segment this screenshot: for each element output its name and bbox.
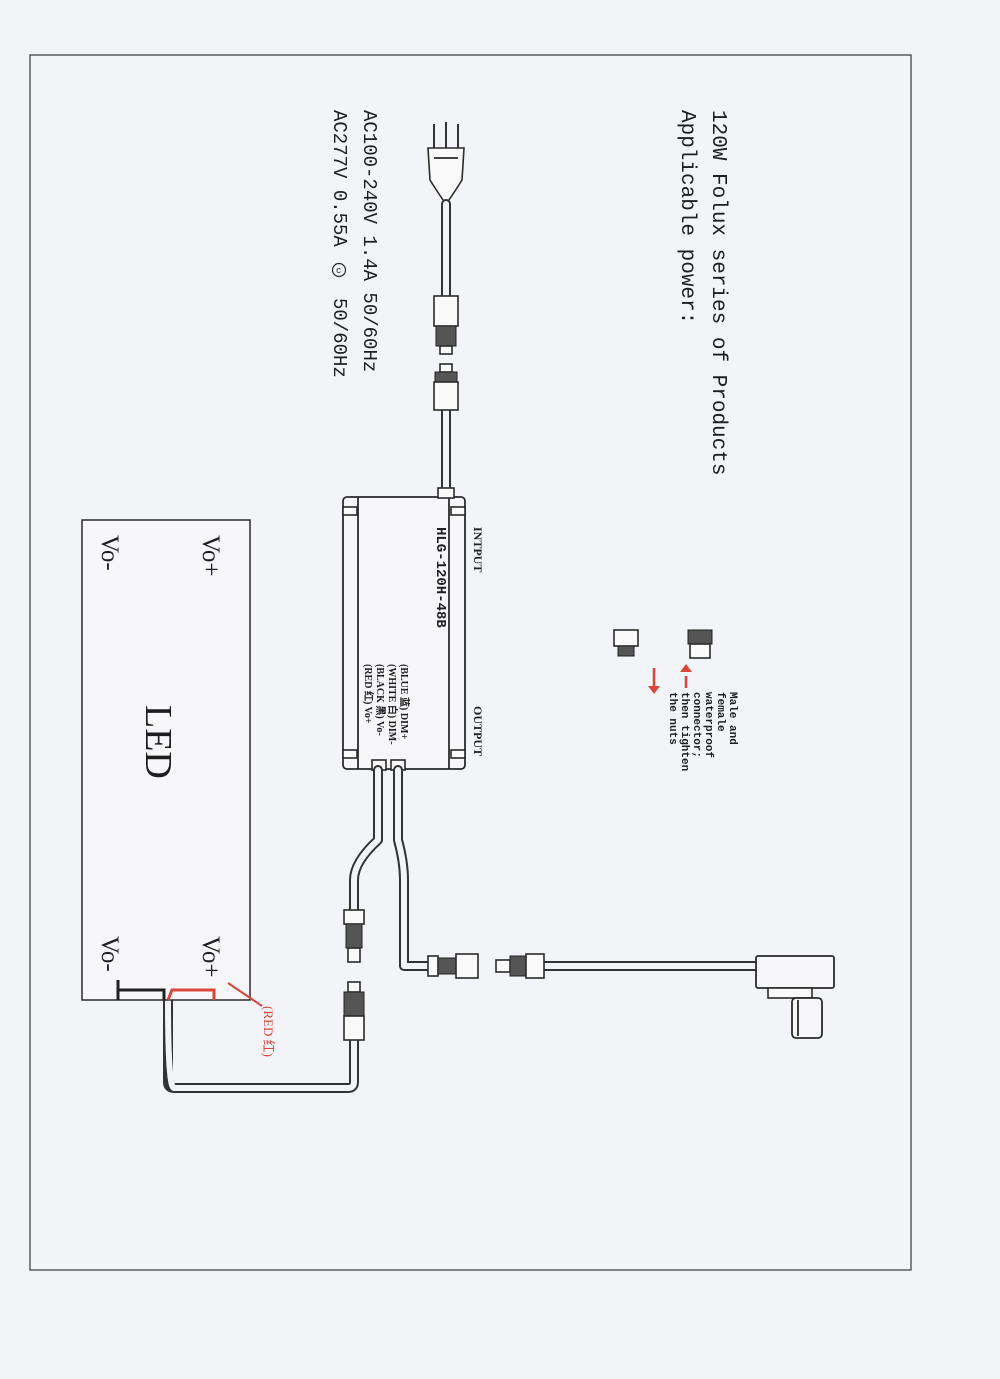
led-right-neg-label: Vo- bbox=[96, 936, 123, 972]
wire-red: (RED 红) Vo+ bbox=[362, 664, 375, 724]
wire-blue: (BLUE 蓝) DIM+ bbox=[398, 664, 411, 739]
led-driver-unit: INTPUT OUTPUT HLG-120H-48B (BLUE 蓝) DIM+… bbox=[342, 487, 485, 771]
note-line-2: female bbox=[714, 692, 726, 732]
dim-connector-female-icon bbox=[427, 953, 479, 979]
ratings-line-2b: 50/60Hz bbox=[328, 298, 350, 378]
header-line-1: Applicable power: bbox=[675, 110, 698, 324]
power-connector-female-icon bbox=[343, 909, 365, 963]
red-wire-label: (RED 红) bbox=[261, 1006, 276, 1057]
led-lead-wires bbox=[116, 980, 263, 1007]
led-module: LED Vo+ Vo- Vo+ Vo- bbox=[81, 519, 251, 1001]
wire-black: (BLACK 黑) Vo- bbox=[374, 664, 386, 736]
connector-note: Male and female waterproof connector; th… bbox=[613, 629, 738, 771]
ratings-line-1: AC100-240V 1.4A 50/60Hz bbox=[358, 110, 380, 372]
note-line-6: the nuts bbox=[666, 692, 678, 745]
driver-input-label: INTPUT bbox=[471, 527, 485, 572]
driver-model: HLG-120H-48B bbox=[432, 527, 448, 628]
connector-pair-open-icon bbox=[613, 629, 713, 659]
note-line-3: waterproof bbox=[702, 692, 714, 758]
note-line-5: then tighten bbox=[678, 692, 690, 771]
dim-connector-male-icon bbox=[495, 953, 545, 979]
header-line-2: 120W Folux series of Products bbox=[706, 110, 729, 475]
driver-wire-legend: (BLUE 蓝) DIM+ (WHITE 白) DIM- (BLACK 黑) V… bbox=[362, 664, 411, 745]
ac-plug-icon bbox=[427, 122, 465, 206]
input-connector-female-icon bbox=[433, 295, 459, 355]
cert-mark-letter: c bbox=[336, 266, 341, 276]
header-block: Applicable power: 120W Folux series of P… bbox=[675, 110, 729, 475]
led-title: LED bbox=[137, 705, 179, 779]
power-connector-male-icon bbox=[343, 981, 365, 1041]
ratings-line-2: AC277V 0.55A bbox=[328, 110, 350, 247]
ratings-block: AC100-240V 1.4A 50/60Hz AC277V 0.55A 50/… bbox=[328, 110, 380, 378]
output-cable-dim bbox=[393, 765, 761, 971]
led-right-pos-label: Vo+ bbox=[197, 936, 224, 977]
connector-note-text: Male and female waterproof connector; th… bbox=[666, 692, 738, 771]
led-left-pos-label: Vo+ bbox=[197, 535, 224, 576]
note-line-4: connector; bbox=[690, 692, 702, 758]
led-left-neg-label: Vo- bbox=[96, 535, 123, 571]
red-arrow-icon bbox=[648, 664, 692, 694]
page-border bbox=[29, 54, 912, 1271]
cert-mark-icon: c bbox=[331, 262, 347, 278]
note-line-1: Male and bbox=[726, 692, 738, 745]
dimmer-knob-icon bbox=[755, 955, 835, 1039]
input-connector-male-icon bbox=[433, 363, 459, 411]
ratings-line-2a: AC277V 0.55A bbox=[328, 110, 350, 247]
wire-white: (WHITE 白) DIM- bbox=[386, 664, 399, 745]
output-cable-power bbox=[163, 765, 383, 1093]
driver-output-label: OUTPUT bbox=[471, 706, 485, 756]
